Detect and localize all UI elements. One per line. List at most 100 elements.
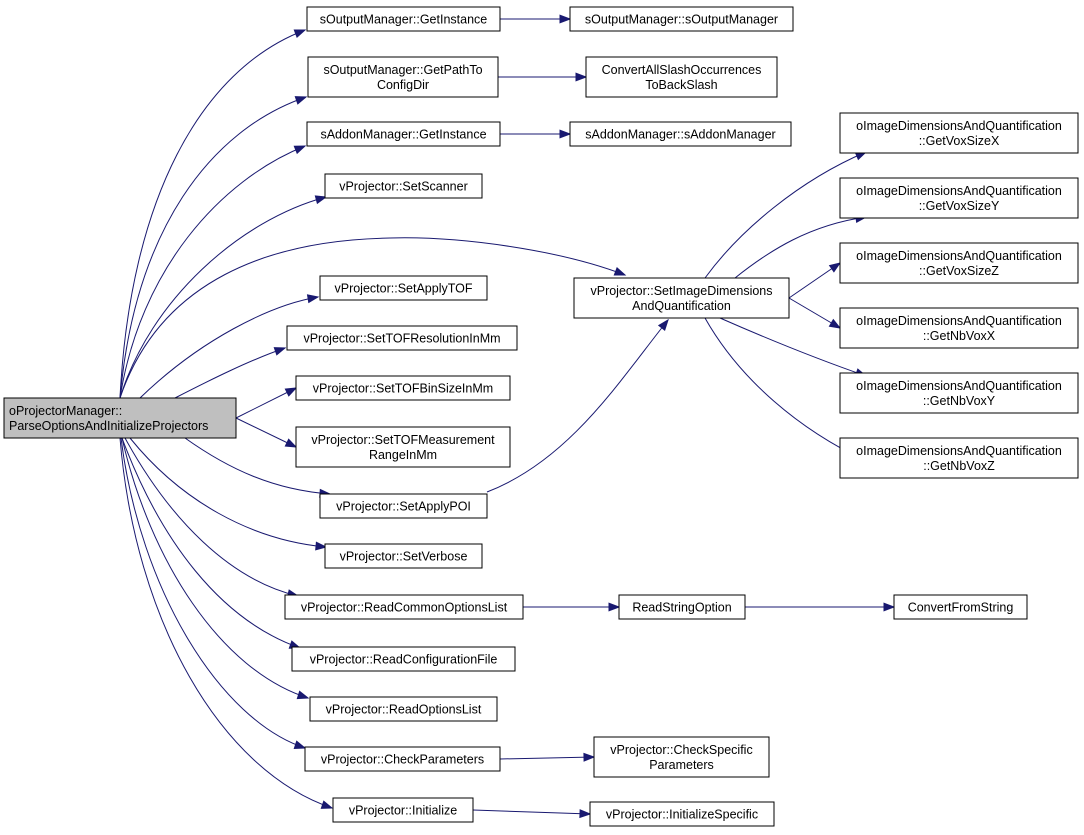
node-addon-getinstance[interactable]: sAddonManager::GetInstance: [306, 121, 501, 147]
node-box-check-parameters: [304, 746, 501, 772]
node-addon-ctor[interactable]: sAddonManager::sAddonManager: [569, 121, 792, 147]
edge-root-to-set-verbose-arrowhead: [315, 541, 328, 551]
node-set-tof-binsize[interactable]: vProjector::SetTOFBinSizeInMm: [295, 375, 511, 401]
node-root[interactable]: oProjectorManager::ParseOptionsAndInitia…: [3, 397, 237, 439]
node-label-get-voxsize-y-line-1: oImageDimensionsAndQuantification: [856, 184, 1062, 198]
node-box-addon-ctor: [569, 121, 792, 147]
node-label-get-nbvox-z-line-2: ::GetNbVoxZ: [923, 459, 995, 473]
edge-root-to-set-tof-binsize-arrowhead: [284, 387, 298, 397]
node-label-read-config-file: vProjector::ReadConfigurationFile: [310, 653, 498, 667]
edge-root-to-set-image-dims-arrowhead: [613, 267, 627, 276]
edge-set-image-dims-to-get-voxsize-z-arrowhead: [828, 262, 842, 273]
edge-root-to-out-getpath-arrowhead: [294, 96, 308, 105]
edge-out-getpath-to-convert-slash-arrowhead: [575, 72, 588, 82]
edge-root-to-set-tof-resolution-arrowhead: [273, 347, 287, 356]
node-box-set-apply-poi: [319, 493, 488, 519]
node-read-string-option[interactable]: ReadStringOption: [618, 594, 746, 620]
edge-root-to-read-options-list: [121, 437, 309, 699]
node-box-out-getpath: [307, 56, 499, 98]
edge-root-to-set-tof-binsize: [235, 387, 297, 419]
edge-root-to-read-options-list-arrowhead: [296, 690, 310, 700]
node-get-voxsize-x[interactable]: oImageDimensionsAndQuantification::GetVo…: [839, 112, 1079, 154]
edge-check-parameters-to-check-specific-params-arrowhead: [583, 752, 596, 762]
edge-read-string-option-to-convert-from-string-arrowhead: [883, 602, 896, 612]
node-get-nbvox-y[interactable]: oImageDimensionsAndQuantification::GetNb…: [839, 372, 1079, 414]
node-label-convert-from-string: ConvertFromString: [908, 601, 1014, 615]
node-box-set-scanner: [324, 173, 483, 199]
node-box-set-tof-meas-range: [295, 426, 511, 468]
node-read-config-file[interactable]: vProjector::ReadConfigurationFile: [291, 646, 516, 672]
node-label-get-voxsize-z-line-2: ::GetVoxSizeZ: [919, 264, 999, 278]
node-label-out-getinstance: sOutputManager::GetInstance: [320, 13, 488, 27]
node-out-ctor[interactable]: sOutputManager::sOutputManager: [569, 6, 794, 32]
node-label-set-scanner: vProjector::SetScanner: [339, 180, 468, 194]
edge-addon-getinstance-to-addon-ctor-arrowhead: [559, 129, 572, 139]
node-label-set-verbose: vProjector::SetVerbose: [340, 550, 468, 564]
node-label-set-tof-meas-range-line-1: vProjector::SetTOFMeasurement: [311, 433, 495, 447]
node-get-nbvox-x[interactable]: oImageDimensionsAndQuantification::GetNb…: [839, 307, 1079, 349]
edge-set-image-dims-to-get-nbvox-x-arrowhead: [828, 318, 842, 329]
node-label-set-tof-binsize: vProjector::SetTOFBinSizeInMm: [313, 382, 493, 396]
node-label-set-image-dims-line-2: AndQuantification: [632, 299, 731, 313]
node-read-common-options[interactable]: vProjector::ReadCommonOptionsList: [284, 594, 524, 620]
node-box-addon-getinstance: [306, 121, 501, 147]
edge-root-to-addon-getinstance: [119, 145, 306, 399]
edge-root-to-set-apply-tof: [139, 296, 319, 399]
node-set-apply-poi[interactable]: vProjector::SetApplyPOI: [319, 493, 488, 519]
node-label-root-line-2: ParseOptionsAndInitializeProjectors: [9, 419, 208, 433]
node-out-getinstance[interactable]: sOutputManager::GetInstance: [306, 6, 501, 32]
node-box-initialize-specific: [589, 801, 775, 827]
node-set-apply-tof[interactable]: vProjector::SetApplyTOF: [319, 275, 488, 301]
node-get-voxsize-y[interactable]: oImageDimensionsAndQuantification::GetVo…: [839, 177, 1079, 219]
node-label-initialize-specific: vProjector::InitializeSpecific: [606, 808, 758, 822]
node-box-get-voxsize-y: [839, 177, 1079, 219]
node-box-read-string-option: [618, 594, 746, 620]
node-label-addon-getinstance: sAddonManager::GetInstance: [320, 128, 486, 142]
node-convert-from-string[interactable]: ConvertFromString: [893, 594, 1028, 620]
node-initialize-specific[interactable]: vProjector::InitializeSpecific: [589, 801, 775, 827]
node-label-out-getpath-line-2: ConfigDir: [377, 78, 429, 92]
node-check-parameters[interactable]: vProjector::CheckParameters: [304, 746, 501, 772]
node-label-convert-slash-line-1: ConvertAllSlashOccurrences: [602, 63, 762, 77]
edges-layer: [119, 14, 896, 819]
node-set-scanner[interactable]: vProjector::SetScanner: [324, 173, 483, 199]
edge-root-to-set-image-dims: [119, 237, 626, 399]
node-label-get-nbvox-x-line-1: oImageDimensionsAndQuantification: [856, 314, 1062, 328]
edge-root-to-set-apply-poi: [184, 437, 331, 495]
node-box-convert-slash: [585, 56, 778, 98]
node-label-get-voxsize-z-line-1: oImageDimensionsAndQuantification: [856, 249, 1062, 263]
edge-root-to-read-config-file: [121, 437, 301, 649]
edge-initialize-to-initialize-specific-arrowhead: [579, 809, 592, 819]
edge-root-to-set-tof-meas-range-arrowhead: [284, 438, 298, 448]
node-label-check-specific-params-line-1: vProjector::CheckSpecific: [610, 743, 752, 757]
node-label-get-nbvox-z-line-1: oImageDimensionsAndQuantification: [856, 444, 1062, 458]
node-set-verbose[interactable]: vProjector::SetVerbose: [324, 543, 483, 569]
edge-read-common-options-to-read-string-option-arrowhead: [608, 602, 621, 612]
edge-root-to-initialize: [119, 437, 333, 809]
node-initialize[interactable]: vProjector::Initialize: [332, 797, 474, 823]
edge-root-to-check-parameters-arrowhead: [293, 740, 307, 750]
node-box-out-getinstance: [306, 6, 501, 32]
node-read-options-list[interactable]: vProjector::ReadOptionsList: [309, 696, 498, 722]
edge-root-to-set-verbose: [129, 437, 327, 548]
node-box-set-verbose: [324, 543, 483, 569]
node-box-initialize: [332, 797, 474, 823]
node-get-voxsize-z[interactable]: oImageDimensionsAndQuantification::GetVo…: [839, 242, 1079, 284]
node-set-tof-resolution[interactable]: vProjector::SetTOFResolutionInMm: [286, 325, 518, 351]
node-box-get-voxsize-x: [839, 112, 1079, 154]
node-label-set-apply-poi: vProjector::SetApplyPOI: [336, 500, 471, 514]
edge-set-image-dims-to-get-voxsize-y: [734, 216, 867, 279]
node-label-out-ctor: sOutputManager::sOutputManager: [585, 13, 778, 27]
edge-set-image-dims-to-get-nbvox-y: [719, 317, 867, 377]
node-box-get-nbvox-y: [839, 372, 1079, 414]
node-set-image-dims[interactable]: vProjector::SetImageDimensionsAndQuantif…: [573, 277, 790, 319]
edge-set-apply-poi-to-set-image-dims: [486, 319, 669, 493]
edge-root-to-set-tof-resolution: [174, 347, 286, 399]
node-get-nbvox-z[interactable]: oImageDimensionsAndQuantification::GetNb…: [839, 437, 1079, 479]
node-label-set-apply-tof: vProjector::SetApplyTOF: [334, 282, 472, 296]
node-label-root-line-1: oProjectorManager::: [9, 404, 122, 418]
